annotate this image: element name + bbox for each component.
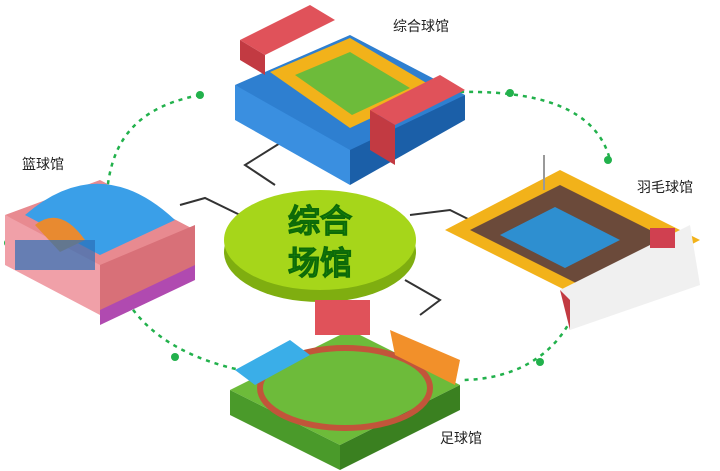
general-arena-illustration <box>235 5 465 185</box>
football-stadium-illustration <box>230 300 460 470</box>
connection-ring <box>105 90 612 382</box>
badminton-hall-illustration <box>445 155 700 330</box>
label-football-stadium: 足球馆 <box>440 431 482 447</box>
center-title-line2: 场馆 <box>288 244 352 282</box>
center-title-line1: 综合 <box>288 202 352 240</box>
label-general-arena: 综合球馆 <box>393 19 449 35</box>
center-disk: 综合 场馆 <box>224 190 416 302</box>
label-badminton-hall: 羽毛球馆 <box>637 180 693 196</box>
label-basketball-hall: 篮球馆 <box>22 157 64 173</box>
basketball-hall-illustration <box>5 180 195 325</box>
connector-lines <box>179 139 481 316</box>
